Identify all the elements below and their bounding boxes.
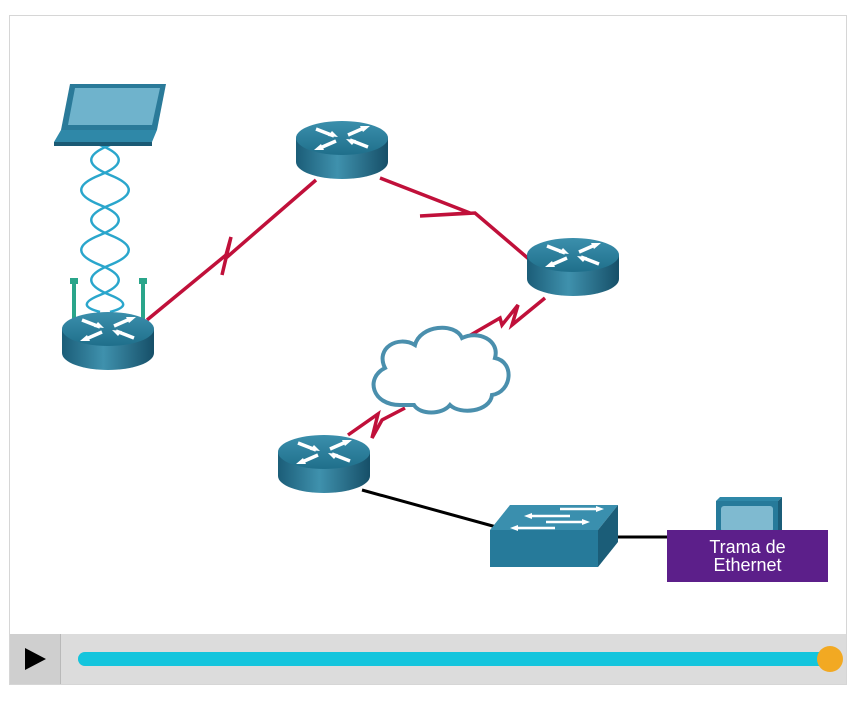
wireless-router-icon (60, 278, 156, 372)
wireless-link (80, 143, 130, 314)
router-top-icon (294, 119, 390, 181)
wan-cloud-icon (371, 325, 511, 415)
player-controls (10, 634, 846, 684)
ethernet-frame-label: Trama de Ethernet (667, 530, 828, 582)
progress-track[interactable] (78, 646, 843, 672)
switch-icon (490, 505, 618, 567)
progress-fill (78, 652, 830, 666)
serial-link-router-top-to-router-right (379, 176, 532, 262)
serial-link-router-right-to-cloud (461, 296, 547, 342)
progress-thumb[interactable] (817, 646, 843, 672)
router-bottom-icon (276, 433, 372, 495)
ethernet-link-router-to-switch (361, 488, 501, 530)
router-right-icon (525, 236, 621, 298)
pc-icon (716, 497, 782, 533)
ethernet-frame-label-line2: Ethernet (713, 555, 782, 575)
laptop-icon (54, 84, 166, 146)
ethernet-frame-label-line1: Trama de (709, 537, 786, 557)
serial-link-cloud-to-router-bottom (346, 406, 406, 439)
play-button[interactable] (10, 634, 61, 684)
serial-link-wr-to-router-top (145, 178, 318, 322)
play-icon (25, 648, 46, 670)
